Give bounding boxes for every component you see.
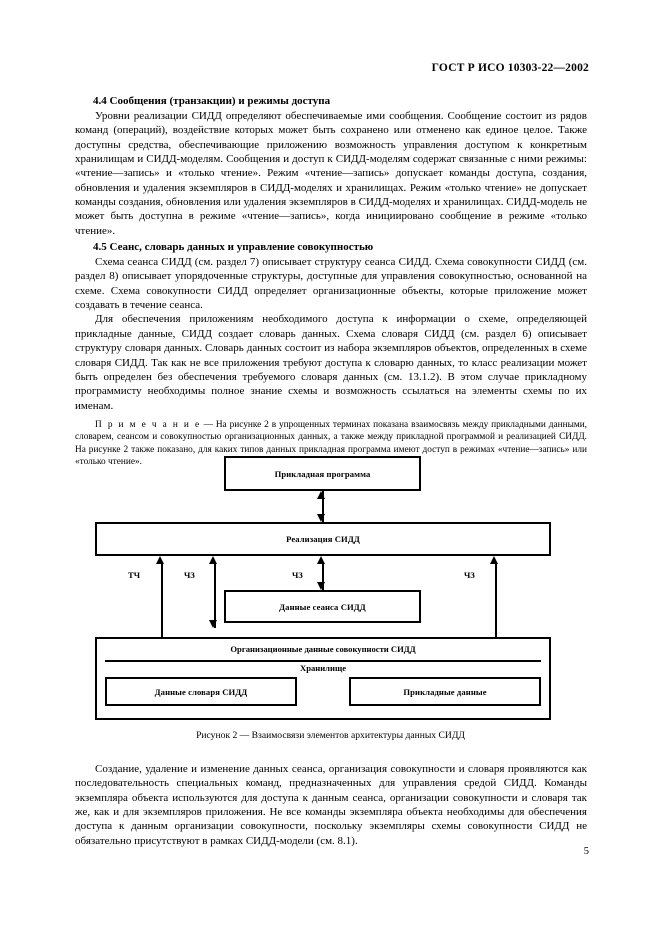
arrowhead-up-dictionary xyxy=(156,556,164,564)
diagram-box-sdai-session-data: Данные сеанса СИДД xyxy=(224,590,421,623)
section-heading-4-5: 4.5 Сеанс, словарь данных и управление с… xyxy=(93,241,374,254)
repository-label: Хранилище xyxy=(299,663,347,673)
figure-2: Прикладная программа Реализация СИДД ТЧ … xyxy=(0,452,661,752)
section-4-4-paragraph-1: Уровни реализации СИДД определяют обеспе… xyxy=(75,110,587,237)
document-body: 4.4 Сообщения (транзакции) и режимы дост… xyxy=(75,94,587,469)
connector-repository-to-impl xyxy=(214,562,216,628)
note-paragraph: П р и м е ч а н и е — На рисунке 2 в упр… xyxy=(75,419,587,469)
note-label: П р и м е ч а н и е xyxy=(95,419,201,430)
connector-appdata-to-impl xyxy=(495,562,497,670)
repository-org-data-label: Организационные данные совокупности СИДД xyxy=(230,644,416,654)
section-4-5-paragraph-2: Для обеспечения приложениям необходимого… xyxy=(75,313,587,412)
repository-divider xyxy=(105,660,541,662)
section-4-5-paragraph-1: Схема сеанса СИДД (см. раздел 7) описыва… xyxy=(75,256,587,312)
arrow-label-read-write-1: ЧЗ xyxy=(183,570,196,580)
connector-app-to-impl xyxy=(322,491,324,522)
arrowhead-down-repository xyxy=(209,620,217,628)
arrow-label-read-only: ТЧ xyxy=(127,570,142,580)
document-header: ГОСТ Р ИСО 10303-22—2002 xyxy=(431,62,589,74)
arrow-label-read-write-3: ЧЗ xyxy=(463,570,476,580)
figure-diagram: Прикладная программа Реализация СИДД ТЧ … xyxy=(95,452,555,724)
arrowhead-up-repository xyxy=(209,556,217,564)
section-heading-4-4: 4.4 Сообщения (транзакции) и режимы дост… xyxy=(93,95,331,107)
figure-caption: Рисунок 2 — Взаимосвязи элементов архите… xyxy=(196,730,465,741)
arrowhead-up-appdata xyxy=(490,556,498,564)
note-dash: — xyxy=(200,419,216,430)
diagram-box-application-program: Прикладная программа xyxy=(224,456,421,491)
diagram-box-sdai-implementation: Реализация СИДД xyxy=(95,522,551,556)
arrow-label-read-write-2: ЧЗ xyxy=(291,570,304,580)
page-number: 5 xyxy=(583,846,589,857)
arrowhead-up-app xyxy=(317,491,325,499)
arrowhead-down-session xyxy=(317,582,325,590)
document-body-closing: Создание, удаление и изменение данных се… xyxy=(75,762,587,848)
diagram-box-dictionary-data: Данные словаря СИДД xyxy=(105,677,297,706)
closing-paragraph: Создание, удаление и изменение данных се… xyxy=(75,763,587,847)
connector-session-to-impl xyxy=(322,562,324,590)
arrowhead-down-impl xyxy=(317,514,325,522)
diagram-box-application-data: Прикладные данные xyxy=(349,677,541,706)
arrowhead-up-session xyxy=(317,556,325,564)
note-text: На рисунке 2 в упрощенных терминах показ… xyxy=(75,419,588,468)
connector-dictionary-to-impl xyxy=(161,562,163,679)
